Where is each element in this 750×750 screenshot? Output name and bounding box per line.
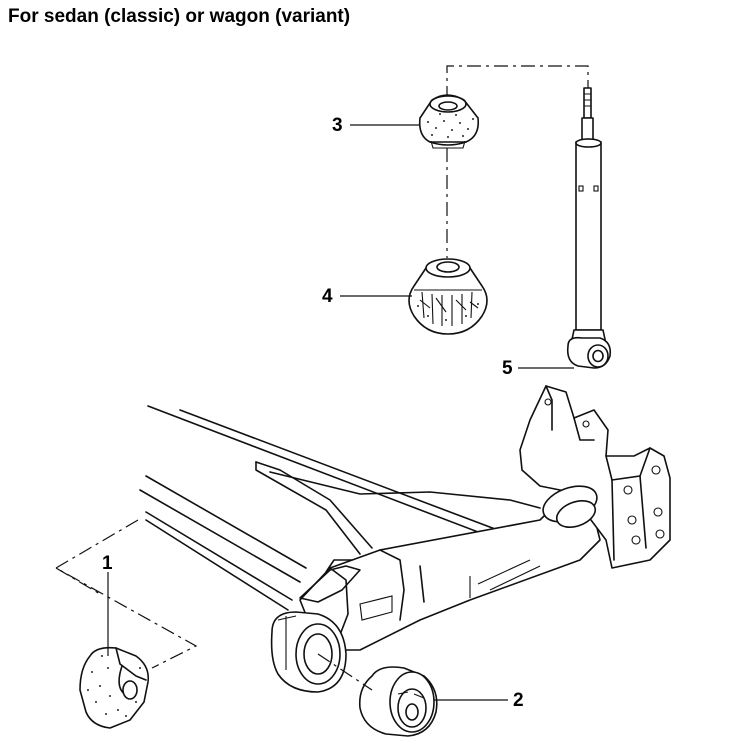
callout-2: 2: [513, 690, 524, 711]
callout-5: 5: [502, 358, 513, 379]
callout-1: 1: [102, 553, 113, 574]
rear-axle-beam: [139, 385, 671, 693]
bump-stop-part-4: [408, 258, 488, 335]
diagram-title: For sedan (classic) or wagon (variant): [8, 6, 351, 27]
callout-4: 4: [322, 286, 333, 307]
assembly-centerline: [446, 65, 589, 258]
callout-leaders: [107, 124, 574, 701]
axle-bush-part-2: [358, 666, 438, 737]
callout-3: 3: [332, 115, 343, 136]
shock-absorber-part-5: [566, 87, 612, 369]
bush-centerline: [317, 653, 373, 691]
upper-buffer-part-3: [418, 94, 480, 149]
bracket-part-1: [54, 519, 198, 729]
